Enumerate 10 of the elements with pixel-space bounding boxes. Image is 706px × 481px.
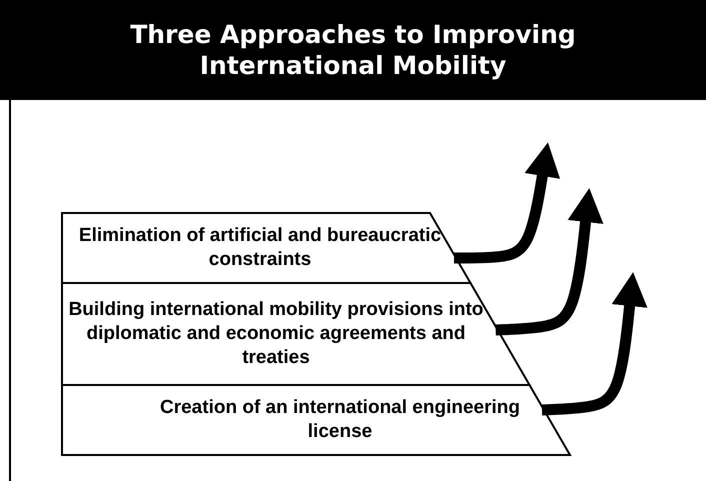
band-text: Elimination of artificial and bureaucratic constraints [78,224,442,272]
trapezoid-band [62,213,470,283]
curved-arrow [454,142,560,264]
title-text: Three Approaches to Improving International Mobility [129,19,577,81]
band-text: Creation of an international engineering license [159,396,521,444]
curved-arrow [542,272,648,416]
band-text: Building international mobility provisions into diplomatic and economic agreements and treaties [68,298,484,370]
trapezoid-band [62,283,530,385]
curved-arrow [495,188,604,336]
trapezoid-band [62,385,570,455]
